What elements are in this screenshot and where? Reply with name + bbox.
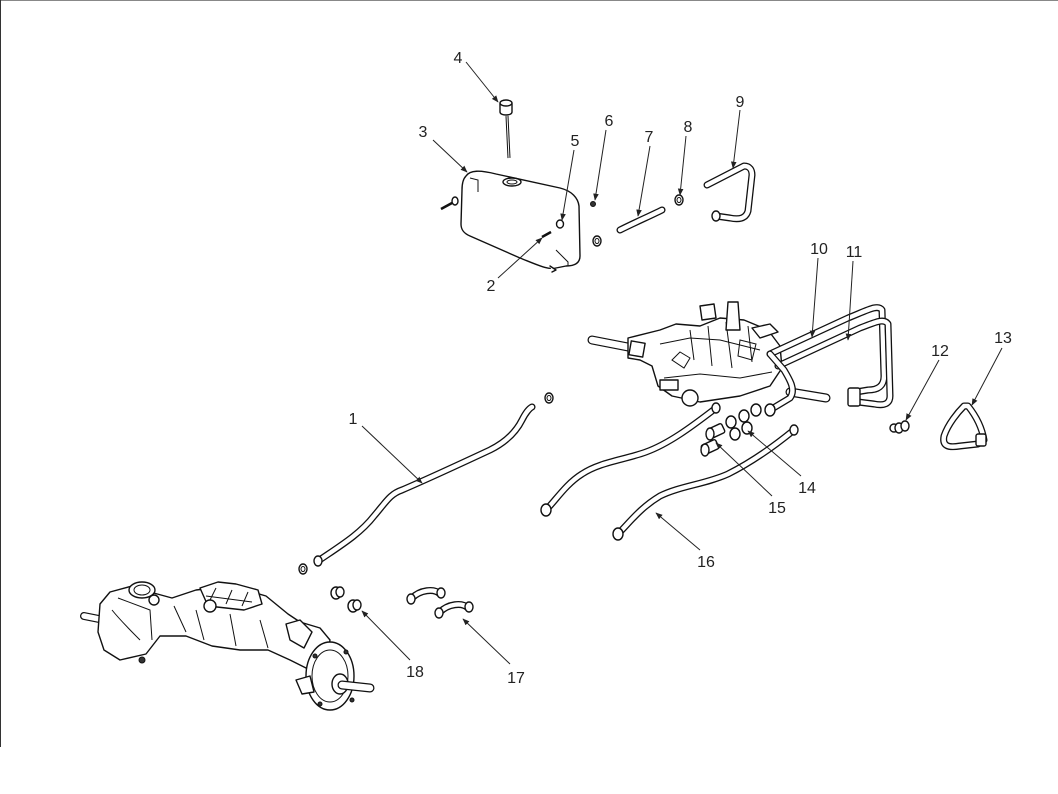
callout-labels: 1 2 3 4 5 6 7 8 9 10 11 12 13 14 15 16 1… bbox=[349, 50, 1012, 687]
formed-hose bbox=[703, 162, 756, 223]
screw-and-washer bbox=[440, 196, 565, 239]
hose-clamp-pair bbox=[298, 392, 554, 575]
short-hose bbox=[616, 206, 666, 234]
leader-lines bbox=[361, 61, 1003, 665]
callout-15: 15 bbox=[768, 500, 786, 517]
frame-left-border bbox=[0, 0, 1, 747]
hydraulic-hose-a bbox=[540, 402, 721, 517]
reservoir-tank bbox=[460, 170, 581, 273]
callout-6: 6 bbox=[605, 113, 614, 130]
frame-top-border bbox=[0, 0, 1058, 1]
callout-9: 9 bbox=[736, 94, 745, 111]
hydraulic-hose-b bbox=[612, 424, 799, 541]
callout-7: 7 bbox=[645, 129, 654, 146]
callout-13: 13 bbox=[994, 330, 1012, 347]
callout-16: 16 bbox=[697, 554, 715, 571]
adapter-fittings bbox=[700, 423, 726, 457]
hose-clamp-small bbox=[592, 235, 602, 247]
rigid-tube-pair bbox=[750, 304, 894, 417]
o-ring-set bbox=[725, 409, 753, 441]
callout-8: 8 bbox=[684, 119, 693, 136]
callout-3: 3 bbox=[419, 124, 428, 141]
callout-18: 18 bbox=[406, 664, 424, 681]
callout-11: 11 bbox=[846, 244, 863, 261]
small-fitting bbox=[590, 201, 596, 207]
straight-fittings bbox=[330, 586, 362, 613]
elbow-fitting bbox=[889, 420, 910, 434]
hose-clamp-upper bbox=[674, 194, 684, 206]
callout-4: 4 bbox=[454, 50, 463, 67]
rear-transmission bbox=[587, 301, 831, 407]
callout-12: 12 bbox=[931, 343, 949, 360]
callout-2: 2 bbox=[487, 278, 496, 295]
callout-17: 17 bbox=[507, 670, 525, 687]
callout-1: 1 bbox=[349, 411, 358, 428]
front-axle-assembly bbox=[80, 581, 375, 711]
loop-hose bbox=[940, 402, 988, 451]
long-hose bbox=[313, 403, 536, 567]
dipstick-cap bbox=[499, 99, 513, 159]
callout-5: 5 bbox=[571, 133, 580, 150]
callout-14: 14 bbox=[798, 480, 816, 497]
callout-10: 10 bbox=[810, 241, 828, 258]
elbow-hose-fittings bbox=[406, 587, 474, 619]
